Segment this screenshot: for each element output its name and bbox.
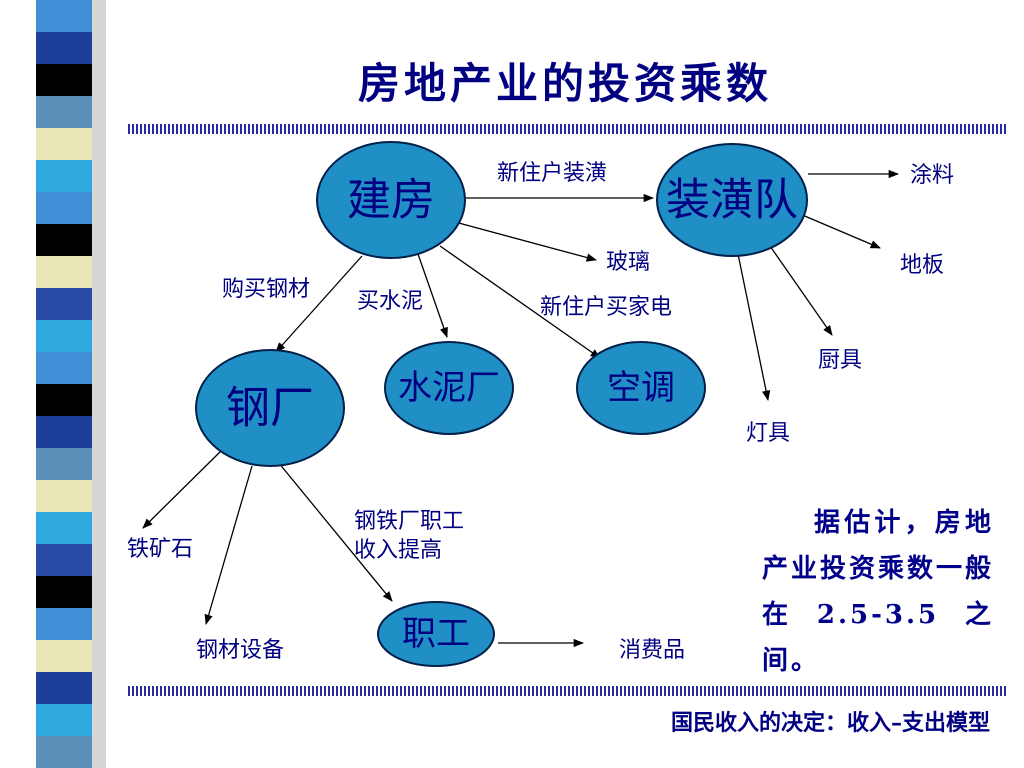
stripe-band [36, 704, 92, 737]
stripe-band [36, 544, 92, 577]
arrow-zhuanghuang-to-diban [799, 213, 881, 249]
arrow-jianfang-to-gangchang [275, 255, 363, 353]
stripe-band [36, 512, 92, 545]
stripe-band [36, 256, 92, 289]
arrows [142, 169, 900, 648]
stripe-band [36, 640, 92, 673]
arrow-gangchang-to-zhigong [277, 461, 393, 602]
stripe-band [36, 576, 92, 609]
node-gangchang: 钢厂 [195, 349, 345, 467]
stripe-band [36, 192, 92, 225]
arrow-zhuanghuang-to-chuju [769, 245, 833, 336]
stripe-band [36, 352, 92, 385]
stripe-band [36, 736, 92, 768]
stripe-band [36, 384, 92, 417]
label-chuju: 厨具 [818, 348, 862, 373]
edge-label-gangtie-line1: 钢铁厂职工 [354, 509, 464, 534]
edge-label-goumai-gangcai: 购买钢材 [222, 277, 310, 302]
arrow-jianfang-to-shuinichang [417, 253, 448, 338]
stripe-band [36, 608, 92, 641]
node-kongtiao-label: 空调 [607, 368, 675, 408]
leaf-labels: 涂料 地板 厨具 灯具 玻璃 铁矿石 钢材设备 消费品 [127, 163, 954, 663]
stripe-shadow [92, 0, 106, 768]
top-divider [128, 124, 1008, 134]
edge-label-xinzhuhu-zhuanghuang: 新住户装潢 [497, 161, 607, 186]
slide-footer: 国民收入的决定：收入–支出模型 [670, 710, 990, 736]
node-kongtiao: 空调 [576, 341, 706, 435]
label-tuliao: 涂料 [910, 163, 954, 188]
arrow-zhuanghuang-to-dengju [737, 253, 771, 402]
node-jianfang: 建房 [316, 141, 466, 259]
stripe-band [36, 672, 92, 705]
multiplier-estimate-note: 据估计，房地产业投资乘数一般在2.5-3.5之间。 [762, 508, 995, 676]
arrow-gangchang-to-tiekuangshi [142, 449, 223, 529]
label-dengju: 灯具 [746, 421, 790, 446]
edge-label-mai-shuini: 买水泥 [357, 289, 423, 314]
node-zhigong: 职工 [377, 601, 495, 667]
stripe-band [36, 480, 92, 513]
stripe-band [36, 128, 92, 161]
node-zhigong-label: 职工 [402, 614, 470, 654]
label-tiekuangshi: 铁矿石 [127, 537, 193, 562]
decorative-stripe [36, 0, 106, 768]
stripe-band [36, 288, 92, 321]
label-boli: 玻璃 [606, 250, 650, 275]
stripe-band [36, 448, 92, 481]
node-shuinichang-label: 水泥厂 [398, 368, 500, 408]
edge-labels: 新住户装潢 购买钢材 买水泥 新住户买家电 钢铁厂职工 收入提高 [222, 161, 672, 563]
node-zhuanghuang: 装潢队 [656, 143, 808, 257]
node-zhuanghuang-label: 装潢队 [666, 175, 798, 226]
stripe-band [36, 96, 92, 129]
arrow-jianfang-to-kongtiao [439, 245, 601, 359]
stripe-band [36, 32, 92, 65]
stripe-band [36, 320, 92, 353]
stripe-band [36, 64, 92, 97]
node-gangchang-label: 钢厂 [226, 383, 314, 434]
arrow-jianfang-to-boli [454, 221, 598, 262]
stripe-band [36, 160, 92, 193]
edge-label-xinzhuhu-jiadian: 新住户买家电 [540, 295, 672, 320]
stripe-band [36, 224, 92, 257]
label-diban: 地板 [900, 253, 944, 278]
node-shuinichang: 水泥厂 [384, 341, 514, 435]
label-gangcaishebei: 钢材设备 [196, 638, 284, 663]
edge-label-gangtie-line2: 收入提高 [354, 538, 442, 563]
stripe-band [36, 0, 92, 33]
label-xiaofeipin: 消费品 [619, 638, 685, 663]
stripe-band [36, 416, 92, 449]
arrow-gangchang-to-gangcaishebei [204, 465, 253, 625]
node-jianfang-label: 建房 [347, 175, 435, 226]
slide-title: 房地产业的投资乘数 [357, 59, 772, 108]
bottom-divider [128, 686, 1008, 696]
